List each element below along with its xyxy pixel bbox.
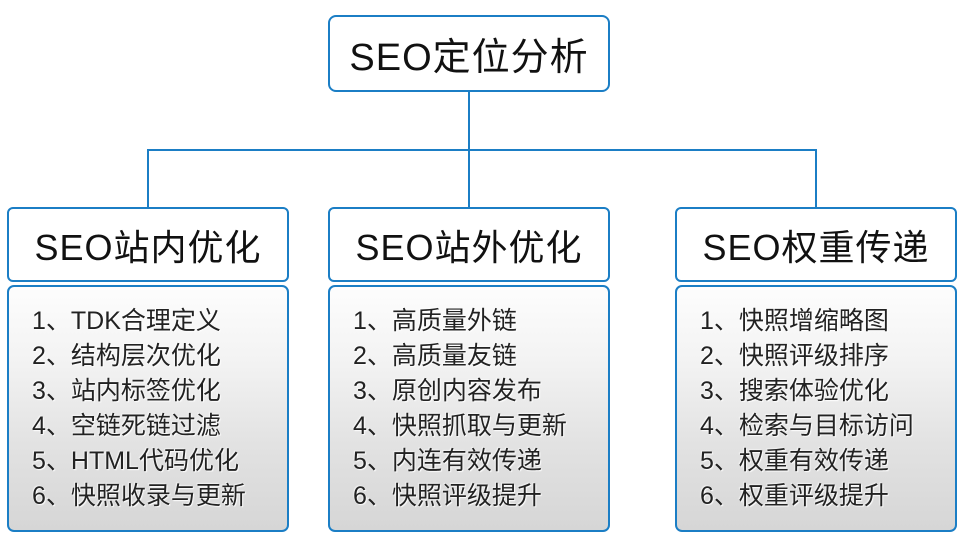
column-header-onsite-label: SEO站内优化 xyxy=(34,226,262,268)
list-item: 6、快照评级提升 xyxy=(353,482,542,510)
column-list-onsite: 1、TDK合理定义 2、结构层次优化 3、站内标签优化 4、空链死链过滤 5、H… xyxy=(7,285,289,532)
list-item: 1、高质量外链 xyxy=(353,307,517,335)
list-item: 4、检索与目标访问 xyxy=(700,412,914,440)
list-item: 2、快照评级排序 xyxy=(700,342,889,370)
list-item: 5、HTML代码优化 xyxy=(32,447,239,475)
connector-horizontal-bar xyxy=(147,149,817,151)
list-item: 6、权重评级提升 xyxy=(700,482,889,510)
column-header-onsite: SEO站内优化 xyxy=(7,207,289,282)
list-item: 4、空链死链过滤 xyxy=(32,412,221,440)
column-header-offsite-label: SEO站外优化 xyxy=(355,226,583,268)
connector-drop-right xyxy=(815,149,817,207)
list-item: 2、结构层次优化 xyxy=(32,342,221,370)
list-item: 3、原创内容发布 xyxy=(353,377,542,405)
list-item: 2、高质量友链 xyxy=(353,342,517,370)
connector-drop-middle xyxy=(468,149,470,207)
list-item: 3、搜索体验优化 xyxy=(700,377,889,405)
column-header-weight: SEO权重传递 xyxy=(675,207,957,282)
list-item: 5、内连有效传递 xyxy=(353,447,542,475)
list-item: 6、快照收录与更新 xyxy=(32,482,246,510)
column-header-offsite: SEO站外优化 xyxy=(328,207,610,282)
list-item: 3、站内标签优化 xyxy=(32,377,221,405)
root-node-label: SEO定位分析 xyxy=(349,37,589,79)
column-header-weight-label: SEO权重传递 xyxy=(702,226,930,268)
list-item: 5、权重有效传递 xyxy=(700,447,889,475)
root-node: SEO定位分析 xyxy=(328,15,610,92)
connector-drop-left xyxy=(147,149,149,207)
column-list-weight: 1、快照增缩略图 2、快照评级排序 3、搜索体验优化 4、检索与目标访问 5、权… xyxy=(675,285,957,532)
list-item: 4、快照抓取与更新 xyxy=(353,412,567,440)
list-item: 1、TDK合理定义 xyxy=(32,307,221,335)
list-item: 1、快照增缩略图 xyxy=(700,307,889,335)
column-list-offsite: 1、高质量外链 2、高质量友链 3、原创内容发布 4、快照抓取与更新 5、内连有… xyxy=(328,285,610,532)
connector-root-stem xyxy=(468,92,470,150)
